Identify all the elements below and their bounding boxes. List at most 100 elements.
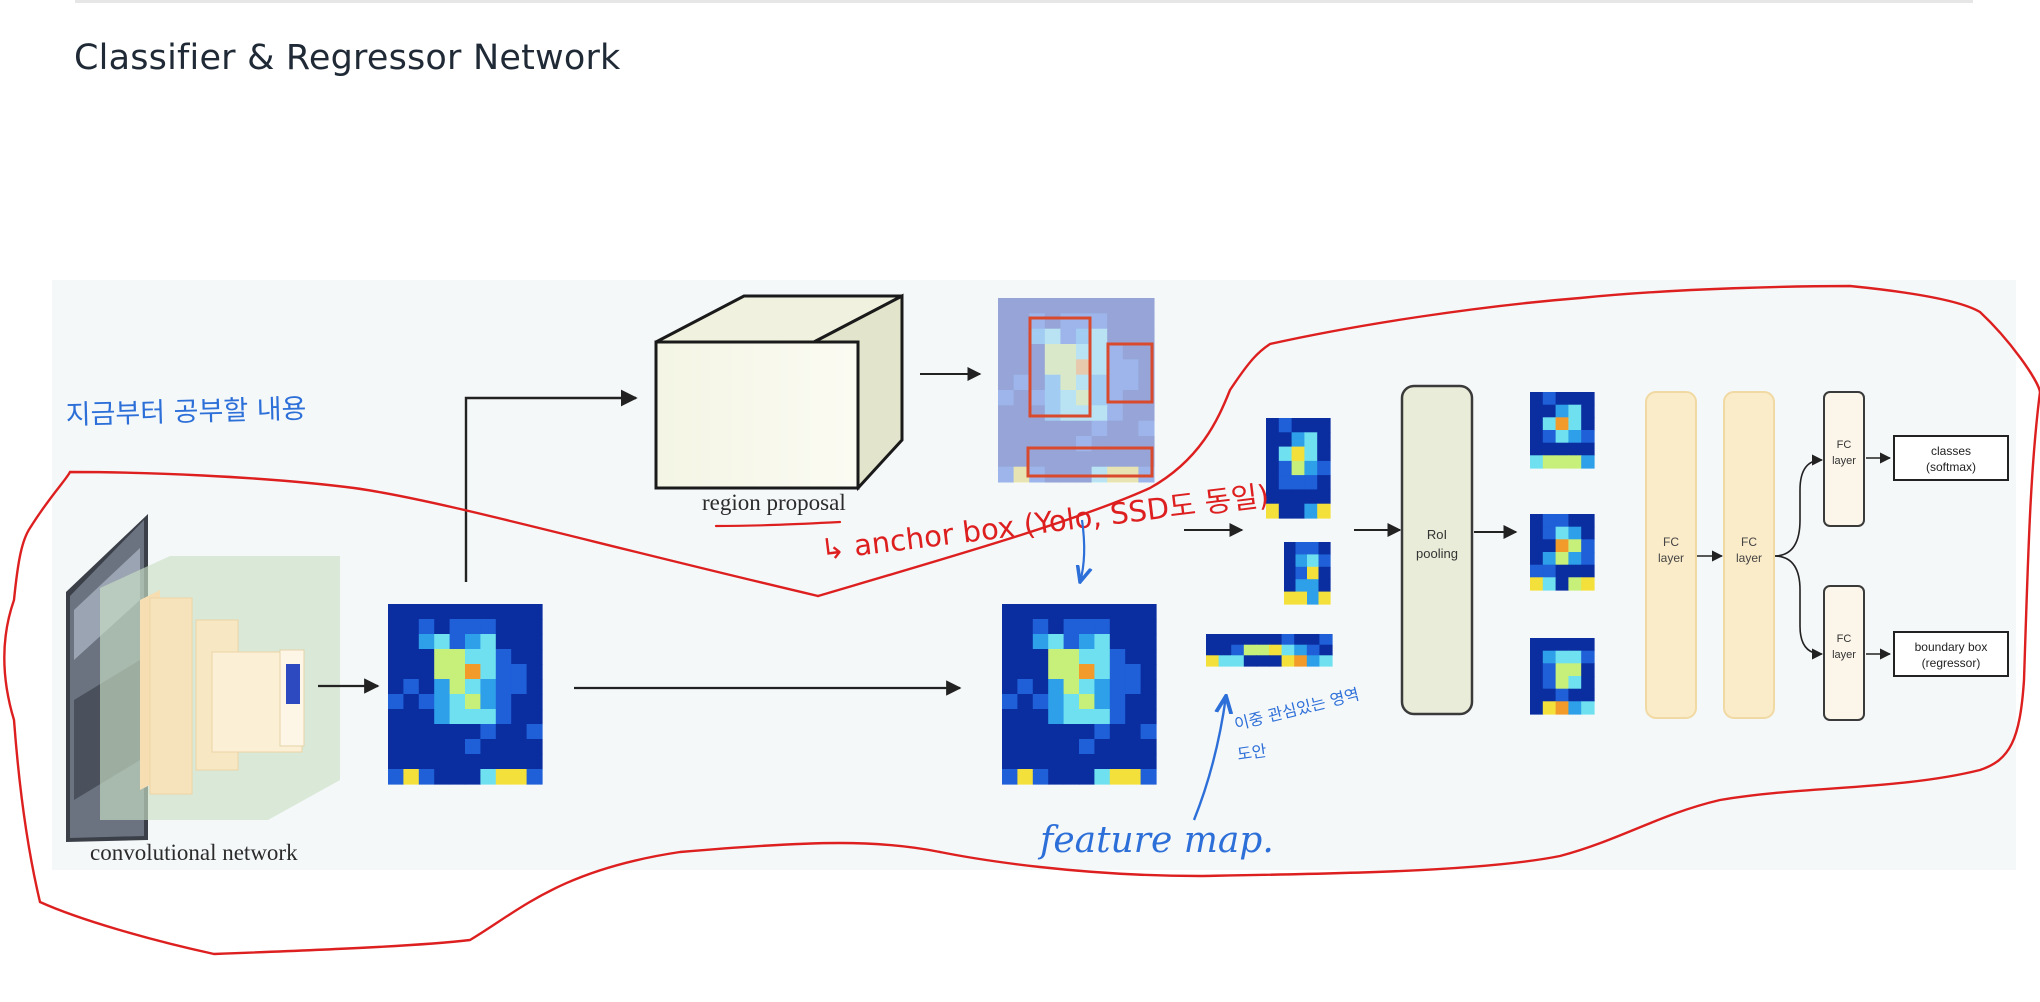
convolutional-network-label: convolutional network (90, 840, 298, 865)
heatmap-cell (1555, 442, 1569, 456)
heatmap-cell (1568, 638, 1582, 652)
heatmap-cell (1032, 709, 1049, 725)
heatmap-cell (1029, 328, 1046, 345)
heatmap-cell (1542, 552, 1557, 566)
heatmap-cell (418, 694, 435, 710)
heatmap-cell (1295, 566, 1308, 580)
heatmap-cell (388, 754, 404, 770)
heatmap-cell (480, 724, 497, 740)
heatmap-cell (1317, 432, 1331, 448)
heatmap-cell (1304, 432, 1318, 448)
heatmap-cell (1568, 404, 1582, 418)
heatmap-cell (418, 679, 435, 695)
heatmap-cell (998, 451, 1015, 468)
heatmap-cell (1107, 451, 1124, 468)
heatmap-cell (1079, 724, 1095, 740)
heatmap-cell (1107, 328, 1124, 345)
heatmap-cell (1294, 644, 1308, 656)
heatmap-cell (1091, 328, 1108, 345)
heatmap-cell (480, 754, 497, 770)
heatmap-cell (1060, 313, 1077, 330)
heatmap-cell (1013, 328, 1030, 345)
heatmap-cell (1044, 359, 1061, 376)
fc-layer-1-label-2: layer (1658, 551, 1684, 565)
heatmap-cell (449, 664, 466, 680)
page-title: Classifier & Regressor Network (74, 38, 621, 78)
heatmap-cell (1125, 604, 1142, 620)
heatmap-cell (1140, 634, 1157, 650)
proposal-box-2 (1106, 342, 1154, 404)
heatmap-cell (1304, 418, 1318, 433)
heatmap-cell (511, 664, 528, 680)
fc-layer-classifier-label-2: layer (1832, 455, 1856, 467)
heatmap-cell (1060, 359, 1077, 376)
heatmap-cell (1295, 591, 1308, 605)
heatmap-cell (1017, 679, 1034, 695)
heatmap-cell (480, 709, 497, 725)
heatmap-cell (1568, 430, 1582, 444)
heatmap-cell (1044, 405, 1061, 422)
heatmap-cell (495, 634, 512, 650)
heatmap-cell (1044, 451, 1061, 468)
heatmap-cell (480, 664, 497, 680)
pooled-heatmap-1 (1530, 392, 1595, 469)
heatmap-cell (1013, 436, 1030, 452)
roi-crop-heatmap-large (1266, 418, 1331, 519)
heatmap-cell (1076, 374, 1093, 391)
feature-map-arrow (1192, 696, 1226, 821)
heatmap-cell (1044, 328, 1061, 345)
heatmap-cell (526, 679, 543, 695)
heatmap-cell (1138, 313, 1155, 330)
proposal-box-3 (1026, 446, 1154, 478)
heatmap-cell (1079, 679, 1095, 695)
heatmap-cell (1278, 432, 1293, 448)
heatmap-cell (1107, 436, 1124, 452)
heatmap-cell (1125, 619, 1142, 635)
heatmap-cell (1122, 374, 1139, 391)
heatmap-cell (1284, 579, 1297, 593)
heatmap-cell (1307, 591, 1320, 605)
heatmap-cell (1017, 619, 1034, 635)
heatmap-cell (1530, 638, 1544, 652)
heatmap-cell (1307, 554, 1320, 568)
heatmap-cell (1568, 663, 1582, 677)
heatmap-cell (1109, 709, 1126, 725)
heatmap-cell (1542, 638, 1557, 652)
fc-layer-classifier-label-1: FC (1837, 439, 1852, 451)
heatmap-cell (1048, 619, 1065, 635)
heatmap-cell (1284, 554, 1297, 568)
heatmap-cell (1581, 676, 1595, 690)
heatmap-cell (1318, 579, 1331, 593)
anchor-box-arrow (1080, 519, 1084, 582)
annotation-feature-map: feature map. (1037, 820, 1274, 861)
heatmap-cell (1581, 638, 1595, 652)
heatmap-cell (1542, 650, 1557, 664)
heatmap-cell (1243, 655, 1257, 667)
heatmap-cell (1218, 644, 1232, 656)
heatmap-cell (1079, 694, 1095, 710)
heatmap-cell (403, 679, 420, 695)
heatmap-cell (1304, 460, 1318, 476)
heatmap-cell (1269, 655, 1283, 667)
heatmap-cell (1581, 404, 1595, 418)
heatmap-cell (1076, 359, 1093, 376)
heatmap-cell (1029, 420, 1046, 437)
heatmap-cell (1002, 664, 1018, 680)
heatmap-cell (1076, 420, 1093, 437)
heatmap-cell (1278, 418, 1293, 433)
heatmap-cell (449, 634, 466, 650)
heatmap-cell (1278, 503, 1293, 519)
heatmap-cell (1002, 754, 1018, 770)
heatmap-cell (1060, 344, 1077, 360)
pooled-heatmap-2 (1530, 514, 1595, 591)
heatmap-cell (1568, 442, 1582, 456)
heatmap-cell (1555, 514, 1569, 528)
heatmap-cell (1542, 514, 1557, 528)
heatmap-cell (1048, 739, 1065, 755)
arrow-branch-bottom (1773, 555, 1824, 660)
heatmap-cell (1091, 298, 1108, 314)
heatmap-cell (1122, 313, 1139, 330)
heatmap-cell (526, 754, 543, 770)
heatmap-cell (526, 619, 543, 635)
heatmap-cell (434, 649, 451, 665)
